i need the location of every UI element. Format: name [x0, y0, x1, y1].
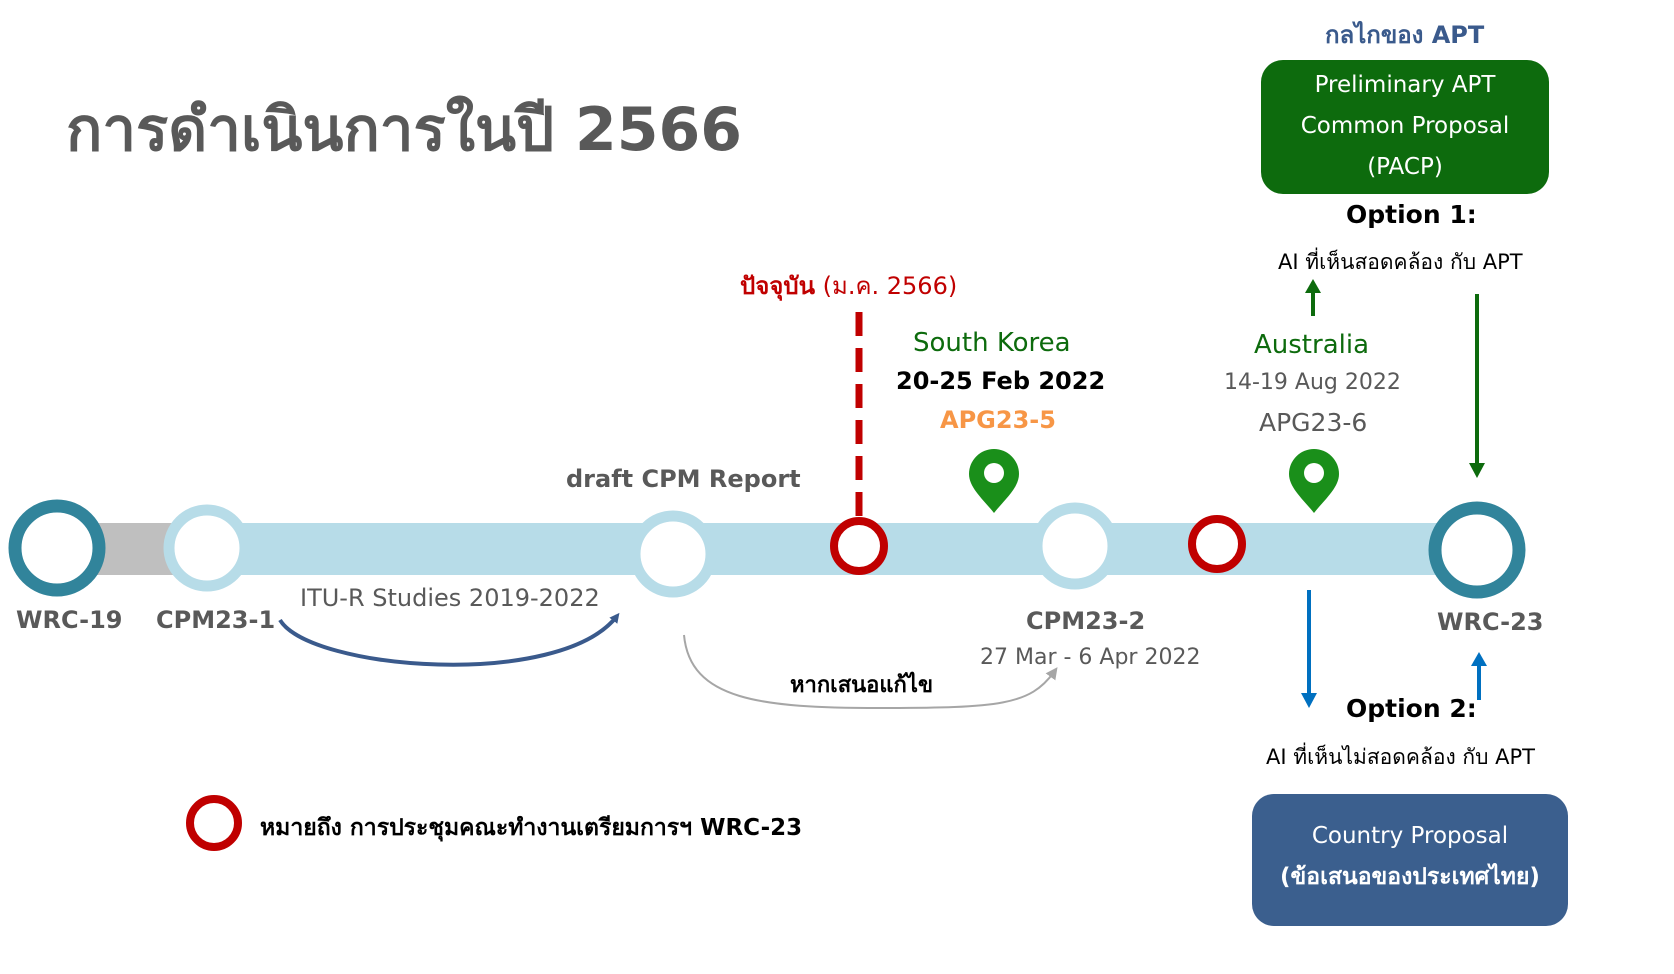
legend-red-ring-icon — [186, 795, 242, 851]
pacp-box: Preliminary APT Common Proposal (PACP) — [1261, 60, 1549, 194]
pacp-line: Common Proposal — [1300, 113, 1510, 139]
option1-title: Option 1: — [1346, 200, 1477, 229]
page-title: การดำเนินการในปี 2566 — [66, 95, 742, 165]
location-pin-icon — [1289, 449, 1339, 513]
apg5-location: South Korea — [913, 328, 1071, 358]
option2-down-arrow — [1301, 590, 1317, 708]
pacp-line: Preliminary APT — [1314, 72, 1496, 98]
country-to-wrc23-arrow — [1471, 652, 1487, 700]
revise-label: หากเสนอแก้ไข — [790, 673, 933, 698]
country-proposal-box: Country Proposal (ข้อเสนอของประเทศไทย) — [1252, 794, 1568, 926]
apt-mechanism-heading: กลไกของ APT — [1325, 21, 1485, 49]
location-pin-icon — [969, 449, 1019, 513]
country-line: Country Proposal — [1311, 823, 1509, 849]
apg6-location: Australia — [1254, 330, 1370, 360]
draft-cpm-node — [629, 510, 717, 598]
meeting-ring-current — [830, 517, 888, 575]
apg6-name: APG23-6 — [1259, 408, 1368, 437]
legend-text: หมายถึง การประชุมคณะทำงานเตรียมการฯ WRC-… — [260, 815, 803, 841]
current-label: ปัจจุบัน (ม.ค. 2566) — [740, 266, 957, 305]
option1-up-arrow — [1305, 279, 1321, 316]
wrc23-node — [1428, 501, 1526, 599]
apg5-name: APG23-5 — [940, 406, 1056, 434]
cpm2-dates: 27 Mar - 6 Apr 2022 — [980, 645, 1201, 670]
pacp-line: (PACP) — [1367, 154, 1443, 180]
apg6-dates: 14-19 Aug 2022 — [1224, 370, 1401, 395]
studies-arrow — [278, 612, 620, 667]
current-label-bold: ปัจจุบัน — [740, 272, 815, 300]
wrc19-node — [8, 499, 106, 597]
wrc23-label: WRC-23 — [1437, 608, 1544, 636]
option2-title: Option 2: — [1346, 694, 1477, 723]
pacp-to-wrc23-arrow — [1469, 294, 1485, 478]
option2-desc: AI ที่เห็นไม่สอดคล้อง กับ APT — [1266, 745, 1535, 769]
studies-label: ITU-R Studies 2019-2022 — [300, 584, 600, 612]
wrc19-label: WRC-19 — [16, 606, 123, 634]
revise-arrow — [683, 634, 1058, 710]
current-label-date: (ม.ค. 2566) — [822, 272, 958, 300]
cpm1-label: CPM23-1 — [156, 606, 276, 634]
cpm2-label: CPM23-2 — [1026, 607, 1146, 635]
cpm1-node — [163, 504, 251, 592]
apg5-dates: 20-25 Feb 2022 — [896, 367, 1106, 395]
option1-desc: AI ที่เห็นสอดคล้อง กับ APT — [1278, 250, 1523, 274]
country-line: (ข้อเสนอของประเทศไทย) — [1280, 864, 1540, 890]
meeting-ring-2 — [1188, 515, 1246, 573]
draft-cpm-label: draft CPM Report — [566, 465, 801, 493]
cpm2-node — [1031, 502, 1119, 590]
